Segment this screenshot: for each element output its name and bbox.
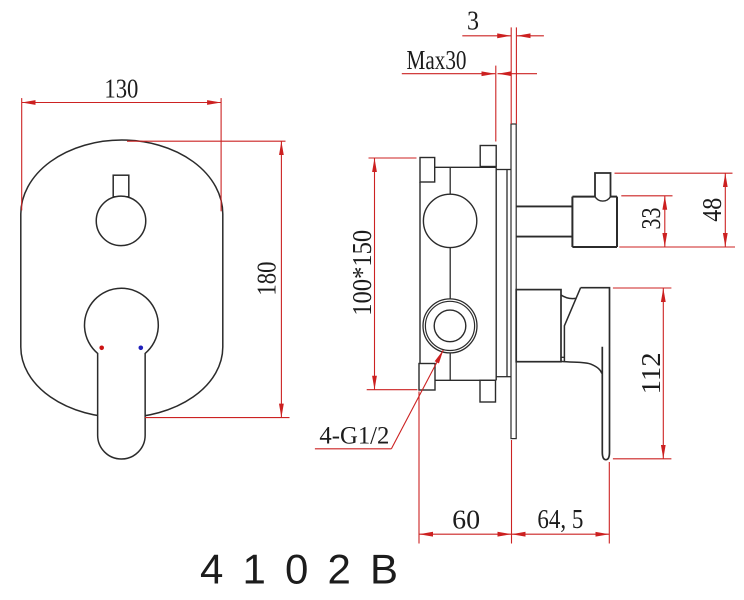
svg-text:4 1 0 2 B: 4 1 0 2 B xyxy=(200,546,398,593)
svg-text:112: 112 xyxy=(636,352,666,394)
svg-text:180: 180 xyxy=(252,262,282,296)
svg-text:48: 48 xyxy=(697,198,727,222)
svg-text:33: 33 xyxy=(636,208,666,230)
svg-text:130: 130 xyxy=(104,74,138,104)
svg-text:Max30: Max30 xyxy=(407,45,467,75)
svg-text:100*150: 100*150 xyxy=(347,230,377,316)
svg-text:4-G1/2: 4-G1/2 xyxy=(319,423,389,450)
svg-text:64, 5: 64, 5 xyxy=(537,504,583,534)
svg-text:60: 60 xyxy=(452,505,480,535)
svg-text:3: 3 xyxy=(467,6,479,36)
